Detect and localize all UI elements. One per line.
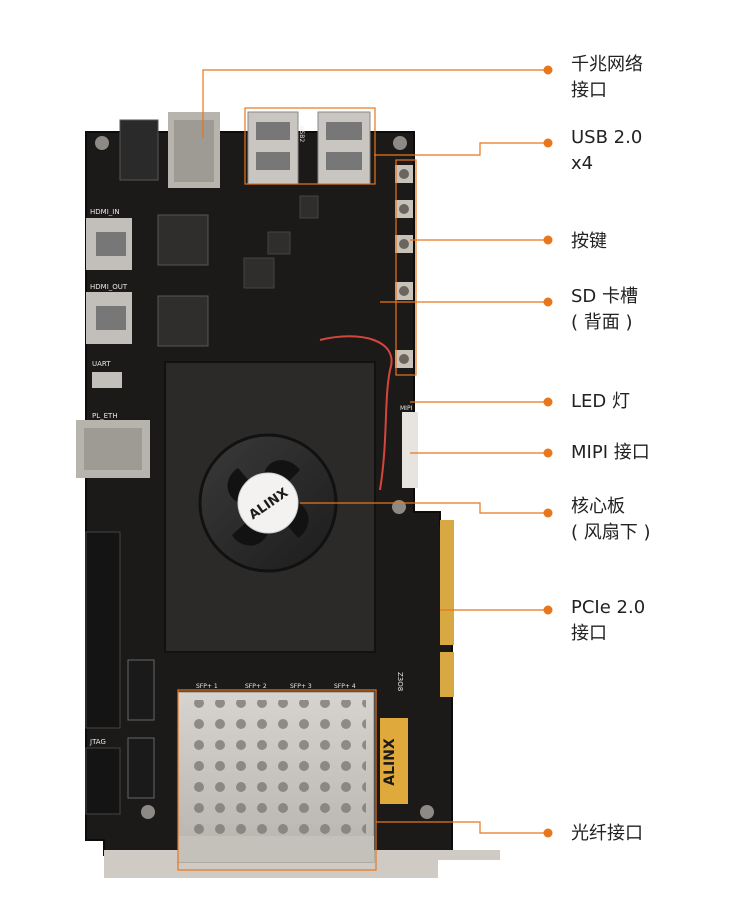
callout-line2: ( 风扇下 ) xyxy=(571,522,651,543)
silk-sfp-2: SFP+ 2 xyxy=(245,683,267,690)
callout-dot xyxy=(543,508,553,518)
callout-dot xyxy=(543,828,553,838)
callout-label-led: LED 灯 xyxy=(571,389,630,415)
silk-mipi: MIPI xyxy=(400,405,413,412)
callout-dot xyxy=(543,397,553,407)
callout-leader-lines xyxy=(177,65,553,871)
callout-label-core-board: 核心板 ( 风扇下 ) xyxy=(571,494,651,546)
callout-line1: MIPI 接口 xyxy=(571,442,650,463)
pcie-gold-fingers-2 xyxy=(440,652,454,697)
callout-dot xyxy=(543,297,553,307)
callout-leader-line xyxy=(202,69,548,138)
expansion-header xyxy=(85,531,121,729)
callout-label-pcie: PCIe 2.0 接口 xyxy=(571,595,645,647)
callout-dot xyxy=(543,448,553,458)
silk-jtag: JTAG xyxy=(89,738,106,746)
sata-port-2 xyxy=(127,737,155,799)
silk-sfp-4: SFP+ 4 xyxy=(334,683,356,690)
fan-wire xyxy=(319,335,393,491)
silk-sfp-3: SFP+ 3 xyxy=(290,683,312,690)
callout-dot xyxy=(543,138,553,148)
mipi-connector xyxy=(402,412,418,488)
jtag-header xyxy=(85,747,121,815)
uart-port xyxy=(92,372,122,388)
pcie-gold-fingers xyxy=(440,520,454,645)
callout-leader-line xyxy=(374,142,548,156)
callout-highlight-box xyxy=(244,107,376,185)
pcb-logo: ALINX xyxy=(382,738,398,786)
fan-hub xyxy=(237,472,299,534)
ic-chip-2 xyxy=(157,295,209,347)
callout-label-fiber: 光纤接口 xyxy=(571,821,643,847)
callout-label-usb: USB 2.0 x4 xyxy=(571,125,642,177)
callout-line1: 千兆网络 xyxy=(571,54,643,75)
callout-line2: ( 背面 ) xyxy=(571,312,633,333)
callout-leader-line xyxy=(376,821,548,834)
callout-label-sd-slot: SD 卡槽 ( 背面 ) xyxy=(571,284,638,336)
silk-hdmi-out: HDMI_OUT xyxy=(90,283,128,291)
callout-line2: 接口 xyxy=(571,80,607,101)
silk-sfp-1: SFP+ 1 xyxy=(196,683,218,690)
silk-pl-eth: PL_ETH xyxy=(92,412,118,420)
callout-line1: SD 卡槽 xyxy=(571,286,639,307)
silk-usb: USB2 xyxy=(298,126,305,142)
silk-model: Z3O8 xyxy=(396,672,404,691)
sata-port-1 xyxy=(127,659,155,721)
callout-line2: x4 xyxy=(571,153,594,174)
alinx-pcb-logo-bg xyxy=(380,718,408,804)
callout-label-gigabit-ethernet: 千兆网络接口 xyxy=(571,52,643,104)
callout-dot xyxy=(543,605,553,615)
ic-chip-1 xyxy=(157,214,209,266)
callout-line1: USB 2.0 xyxy=(571,127,643,148)
dc-jack xyxy=(119,119,159,181)
callout-label-mipi: MIPI 接口 xyxy=(571,440,650,466)
callout-line2: 接口 xyxy=(571,623,607,644)
callout-line1: 按键 xyxy=(571,231,607,252)
silk-hdmi-in: HDMI_IN xyxy=(90,208,120,216)
callout-dot xyxy=(543,235,553,245)
callout-highlight-box xyxy=(395,159,417,376)
callout-label-buttons: 按键 xyxy=(571,229,607,255)
callout-dot xyxy=(543,65,553,75)
callout-line1: 光纤接口 xyxy=(571,823,643,844)
callout-line1: PCIe 2.0 xyxy=(571,597,646,618)
callout-leader-line xyxy=(300,502,548,514)
silk-uart: UART xyxy=(92,360,111,368)
push-buttons xyxy=(395,165,413,368)
callout-highlight-box xyxy=(177,689,377,871)
callout-line1: 核心板 xyxy=(571,496,625,517)
callout-line1: LED 灯 xyxy=(571,391,630,412)
